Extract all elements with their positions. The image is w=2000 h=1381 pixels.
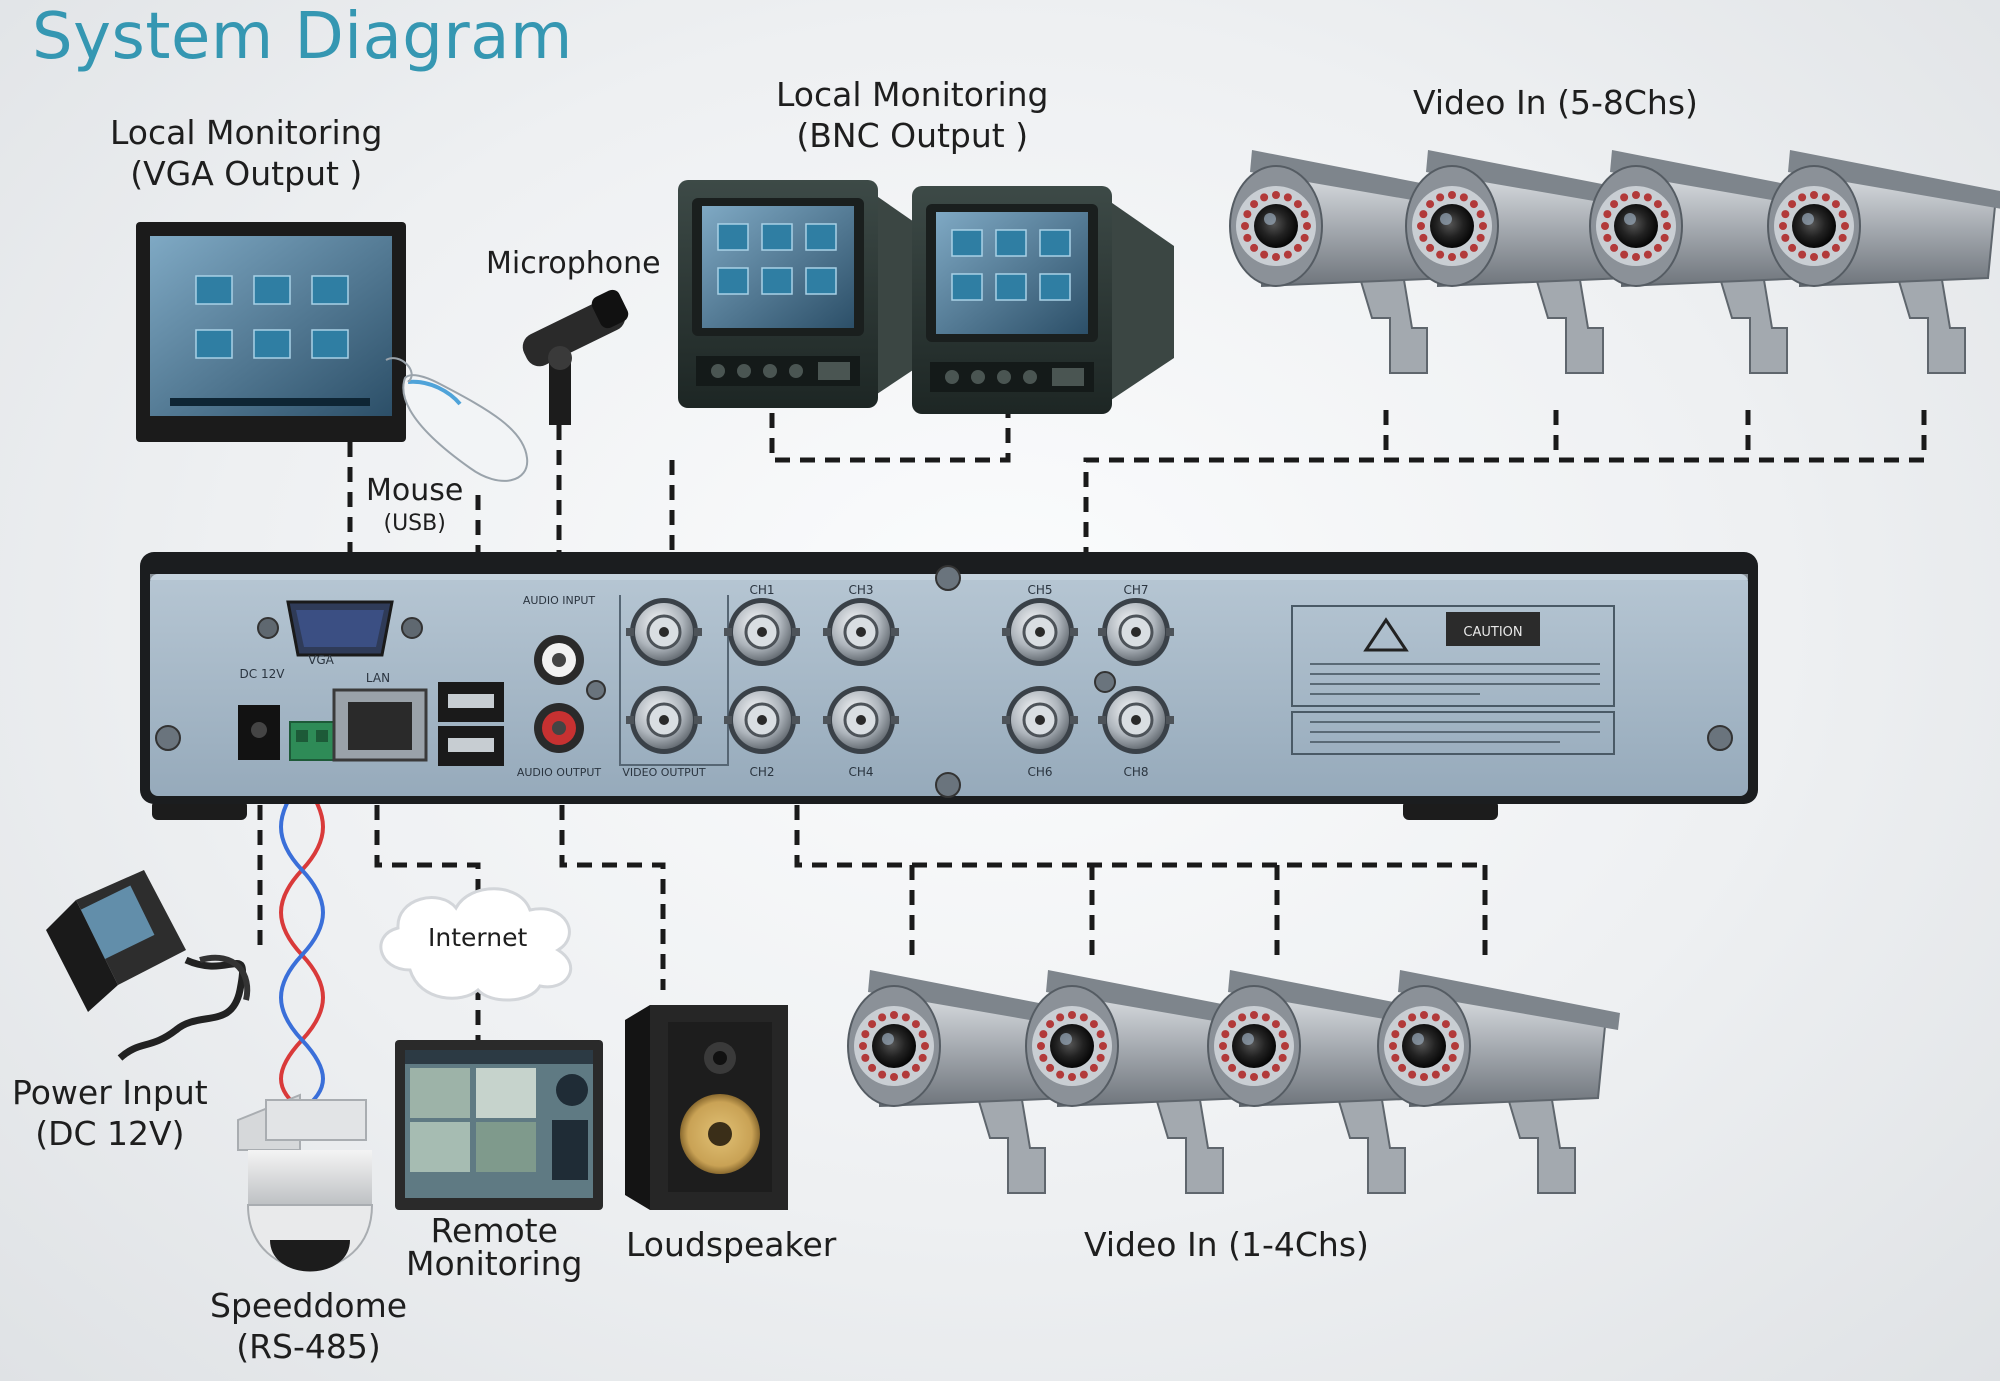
dvr-rear-panel: VGA DC 12V LAN AUDIO INPUT AUDIO OUTPUT … bbox=[140, 552, 1758, 820]
label-video-in-1-4: Video In (1-4Chs) bbox=[1084, 1225, 1369, 1264]
page-title: System Diagram bbox=[32, 0, 573, 74]
label-vga-monitor-line2: (VGA Output ) bbox=[130, 154, 363, 194]
bnc-crt-monitors bbox=[678, 180, 1174, 414]
panel-label-ch8: CH8 bbox=[1123, 765, 1148, 779]
label-video-in-5-8: Video In (5-8Chs) bbox=[1413, 83, 1698, 122]
panel-label-audio-input: AUDIO INPUT bbox=[523, 594, 596, 607]
bullet-camera bbox=[1767, 150, 2000, 374]
label-mouse: Mouse (USB) bbox=[366, 472, 463, 537]
bullet-camera bbox=[1229, 150, 1472, 374]
loudspeaker-device bbox=[625, 1005, 788, 1210]
bnc-connector bbox=[1098, 598, 1174, 666]
bnc-connector bbox=[626, 598, 702, 666]
label-power-input: Power Input (DC 12V) bbox=[12, 1072, 208, 1155]
bnc-connectors bbox=[626, 598, 1174, 754]
bnc-monitor-line bbox=[669, 413, 1011, 600]
microphone-device bbox=[522, 289, 629, 425]
remote-monitoring-screen bbox=[395, 1040, 603, 1210]
bnc-connector bbox=[1002, 598, 1078, 666]
label-speeddome-line2: (RS-485) bbox=[236, 1327, 381, 1367]
bnc-connector bbox=[626, 686, 702, 754]
bnc-connector bbox=[823, 598, 899, 666]
panel-label-lan: LAN bbox=[366, 671, 390, 685]
label-bnc-monitor: Local Monitoring (BNC Output ) bbox=[776, 74, 1049, 157]
caution-label bbox=[1291, 605, 1615, 755]
label-mouse-usb: (USB) bbox=[383, 510, 446, 536]
audio-output-port bbox=[534, 703, 584, 753]
panel-label-audio-output: AUDIO OUTPUT bbox=[517, 766, 602, 779]
panel-label-ch3: CH3 bbox=[848, 583, 873, 597]
audio-input-port bbox=[534, 635, 584, 685]
label-internet: Internet bbox=[428, 923, 528, 952]
rs485-cable bbox=[279, 778, 325, 1112]
power-adapter bbox=[46, 870, 251, 1061]
internet-cloud-icon bbox=[379, 887, 572, 1002]
crt-monitor bbox=[912, 186, 1174, 414]
vga-lcd-monitor bbox=[136, 222, 406, 442]
label-power-input-line1: Power Input bbox=[12, 1073, 208, 1112]
usb-mouse bbox=[385, 357, 529, 482]
label-remote-monitoring-line1: Remote bbox=[430, 1211, 558, 1250]
label-loudspeaker: Loudspeaker bbox=[626, 1225, 837, 1264]
label-vga-monitor-line1: Local Monitoring bbox=[110, 113, 383, 152]
lan-line bbox=[374, 780, 481, 1040]
label-vga-monitor: Local Monitoring (VGA Output ) bbox=[110, 112, 383, 195]
label-mouse-text: Mouse bbox=[366, 473, 464, 508]
panel-label-dc: DC 12V bbox=[240, 667, 286, 681]
panel-label-ch7: CH7 bbox=[1123, 583, 1148, 597]
bnc-connector bbox=[1002, 686, 1078, 754]
panel-label-caution: CAUTION bbox=[1463, 625, 1522, 640]
label-bnc-monitor-line2: (BNC Output ) bbox=[796, 116, 1029, 156]
panel-label-ch5: CH5 bbox=[1027, 583, 1052, 597]
video-in-5-8-line bbox=[1083, 410, 1927, 600]
bullet-camera bbox=[1405, 150, 1648, 374]
label-speeddome-line1: Speeddome bbox=[210, 1286, 408, 1325]
panel-label-vga: VGA bbox=[308, 653, 335, 667]
bnc-connector bbox=[724, 598, 800, 666]
vga-port bbox=[257, 600, 423, 657]
bnc-connector bbox=[823, 686, 899, 754]
label-speeddome: Speeddome (RS-485) bbox=[210, 1285, 407, 1368]
bnc-connector bbox=[1098, 686, 1174, 754]
panel-label-ch1: CH1 bbox=[749, 583, 774, 597]
speeddome-camera bbox=[237, 1093, 374, 1272]
label-remote-monitoring: Remote Monitoring bbox=[406, 1214, 582, 1280]
label-bnc-monitor-line1: Local Monitoring bbox=[776, 75, 1049, 114]
bnc-connector bbox=[724, 686, 800, 754]
audio-out-line bbox=[559, 780, 666, 990]
bullet-camera bbox=[1589, 150, 1832, 374]
panel-label-ch4: CH4 bbox=[848, 765, 873, 779]
label-microphone: Microphone bbox=[486, 246, 661, 281]
panel-label-ch6: CH6 bbox=[1027, 765, 1052, 779]
panel-label-ch2: CH2 bbox=[749, 765, 774, 779]
bullet-cameras bbox=[847, 150, 2000, 1194]
label-power-input-line2: (DC 12V) bbox=[35, 1114, 185, 1154]
connection-lines bbox=[257, 410, 1927, 1040]
label-remote-monitoring-line2: Monitoring bbox=[406, 1244, 583, 1283]
bullet-camera bbox=[1025, 970, 1268, 1194]
bullet-camera bbox=[1377, 970, 1620, 1194]
video-in-1-4-line bbox=[794, 780, 1488, 955]
panel-label-video-output: VIDEO OUTPUT bbox=[622, 766, 705, 779]
usb-ports bbox=[438, 682, 504, 766]
crt-monitor bbox=[678, 180, 940, 408]
